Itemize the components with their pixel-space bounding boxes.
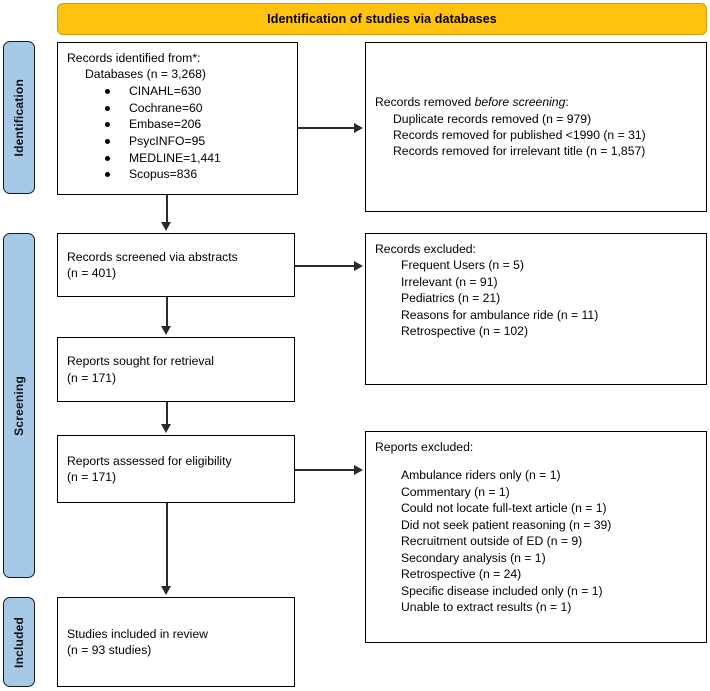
connector-assessed-to-excluded [295,469,356,471]
connector-screened-to-excluded [295,265,356,267]
database-count-item: PsycINFO=95 [101,133,288,150]
records-excluded-heading: Records excluded: [375,242,476,256]
database-count-item: Cochrane=60 [101,100,288,117]
arrow-down-icon [160,326,171,335]
stage-bar-included: Included [3,597,35,687]
connector-screened-to-sought [166,297,168,328]
box-reports-excluded: Reports excluded: Ambulance riders only … [365,431,707,643]
records-removed-item: Records removed for irrelevant title (n … [393,144,646,159]
records-removed-heading-prefix: Records removed [375,95,475,110]
arrow-right-icon [354,122,363,133]
reports-excluded-item: Recruitment outside of ED (n = 9) [401,534,583,549]
records-removed-heading: Records removed before screening: [375,94,697,110]
connector-identified-to-screened [166,195,168,224]
records-excluded-item: Irrelevant (n = 91) [401,274,498,289]
stage-bar-identification: Identification [3,41,35,194]
reports-excluded-item: Could not locate full-text article (n = … [401,501,607,516]
records-screened-label: Records screened via abstracts [67,249,238,264]
diagram-header-banner: Identification of studies via databases [57,3,707,35]
reports-excluded-heading: Reports excluded: [375,440,474,454]
records-excluded-item: Frequent Users (n = 5) [401,258,524,273]
records-identified-heading: Records identified from*: [67,51,201,65]
records-removed-item: Duplicate records removed (n = 979) [393,111,592,126]
connector-assessed-to-included [166,503,168,588]
reports-excluded-item: Commentary (n = 1) [401,484,510,499]
spacer [375,455,697,467]
banner-title: Identification of studies via databases [267,12,497,26]
box-records-removed: Records removed before screening: Duplic… [365,42,707,212]
records-identified-subheading: Databases (n = 3,268) [85,67,206,82]
arrow-down-icon [160,424,171,433]
reports-excluded-item: Ambulance riders only (n = 1) [401,468,561,483]
reports-excluded-item: Unable to extract results (n = 1) [401,600,572,615]
arrow-right-icon [354,260,363,271]
arrow-down-icon [160,586,171,595]
reports-assessed-label: Reports assessed for eligibility [67,453,232,468]
records-excluded-item: Retrospective (n = 102) [401,324,529,339]
studies-included-count: (n = 93 studies) [67,643,152,657]
studies-included-label: Studies included in review [67,626,208,641]
connector-identified-to-removed [298,127,356,129]
records-excluded-item: Pediatrics (n = 21) [401,291,501,306]
box-studies-included: Studies included in review (n = 93 studi… [57,597,295,687]
box-records-identified: Records identified from*: Databases (n =… [57,42,298,195]
stage-bar-screening: Screening [3,233,35,578]
box-reports-sought: Reports sought for retrieval (n = 171) [57,337,295,402]
box-records-excluded: Records excluded: Frequent Users (n = 5)… [365,233,707,385]
box-reports-assessed: Reports assessed for eligibility (n = 17… [57,435,295,503]
database-count-item: Embase=206 [101,116,288,133]
reports-excluded-item: Secondary analysis (n = 1) [401,550,546,565]
records-removed-item: Records removed for published <1990 (n =… [393,128,646,142]
records-excluded-item: Reasons for ambulance ride (n = 11) [401,307,599,322]
box-records-screened: Records screened via abstracts (n = 401) [57,233,295,297]
database-count-item: CINAHL=630 [101,83,288,100]
records-removed-heading-italic: before screening [474,95,566,110]
reports-sought-label: Reports sought for retrieval [67,354,214,369]
arrow-down-icon [160,222,171,231]
arrow-right-icon [354,464,363,475]
reports-excluded-item: Did not seek patient reasoning (n = 39) [401,517,612,532]
records-screened-count: (n = 401) [67,266,117,280]
stage-label-screening: Screening [12,375,26,436]
reports-excluded-item: Specific disease included only (n = 1) [401,583,603,598]
stage-label-included: Included [12,616,26,668]
reports-assessed-count: (n = 171) [67,470,117,484]
database-count-item: Scopus=836 [101,166,288,183]
connector-sought-to-assessed [166,402,168,426]
stage-label-identification: Identification [12,78,26,157]
database-count-item: MEDLINE=1,441 [101,150,288,167]
reports-excluded-item: Retrospective (n = 24) [401,567,522,582]
reports-sought-count: (n = 171) [67,370,117,385]
records-removed-heading-suffix: : [565,95,569,110]
